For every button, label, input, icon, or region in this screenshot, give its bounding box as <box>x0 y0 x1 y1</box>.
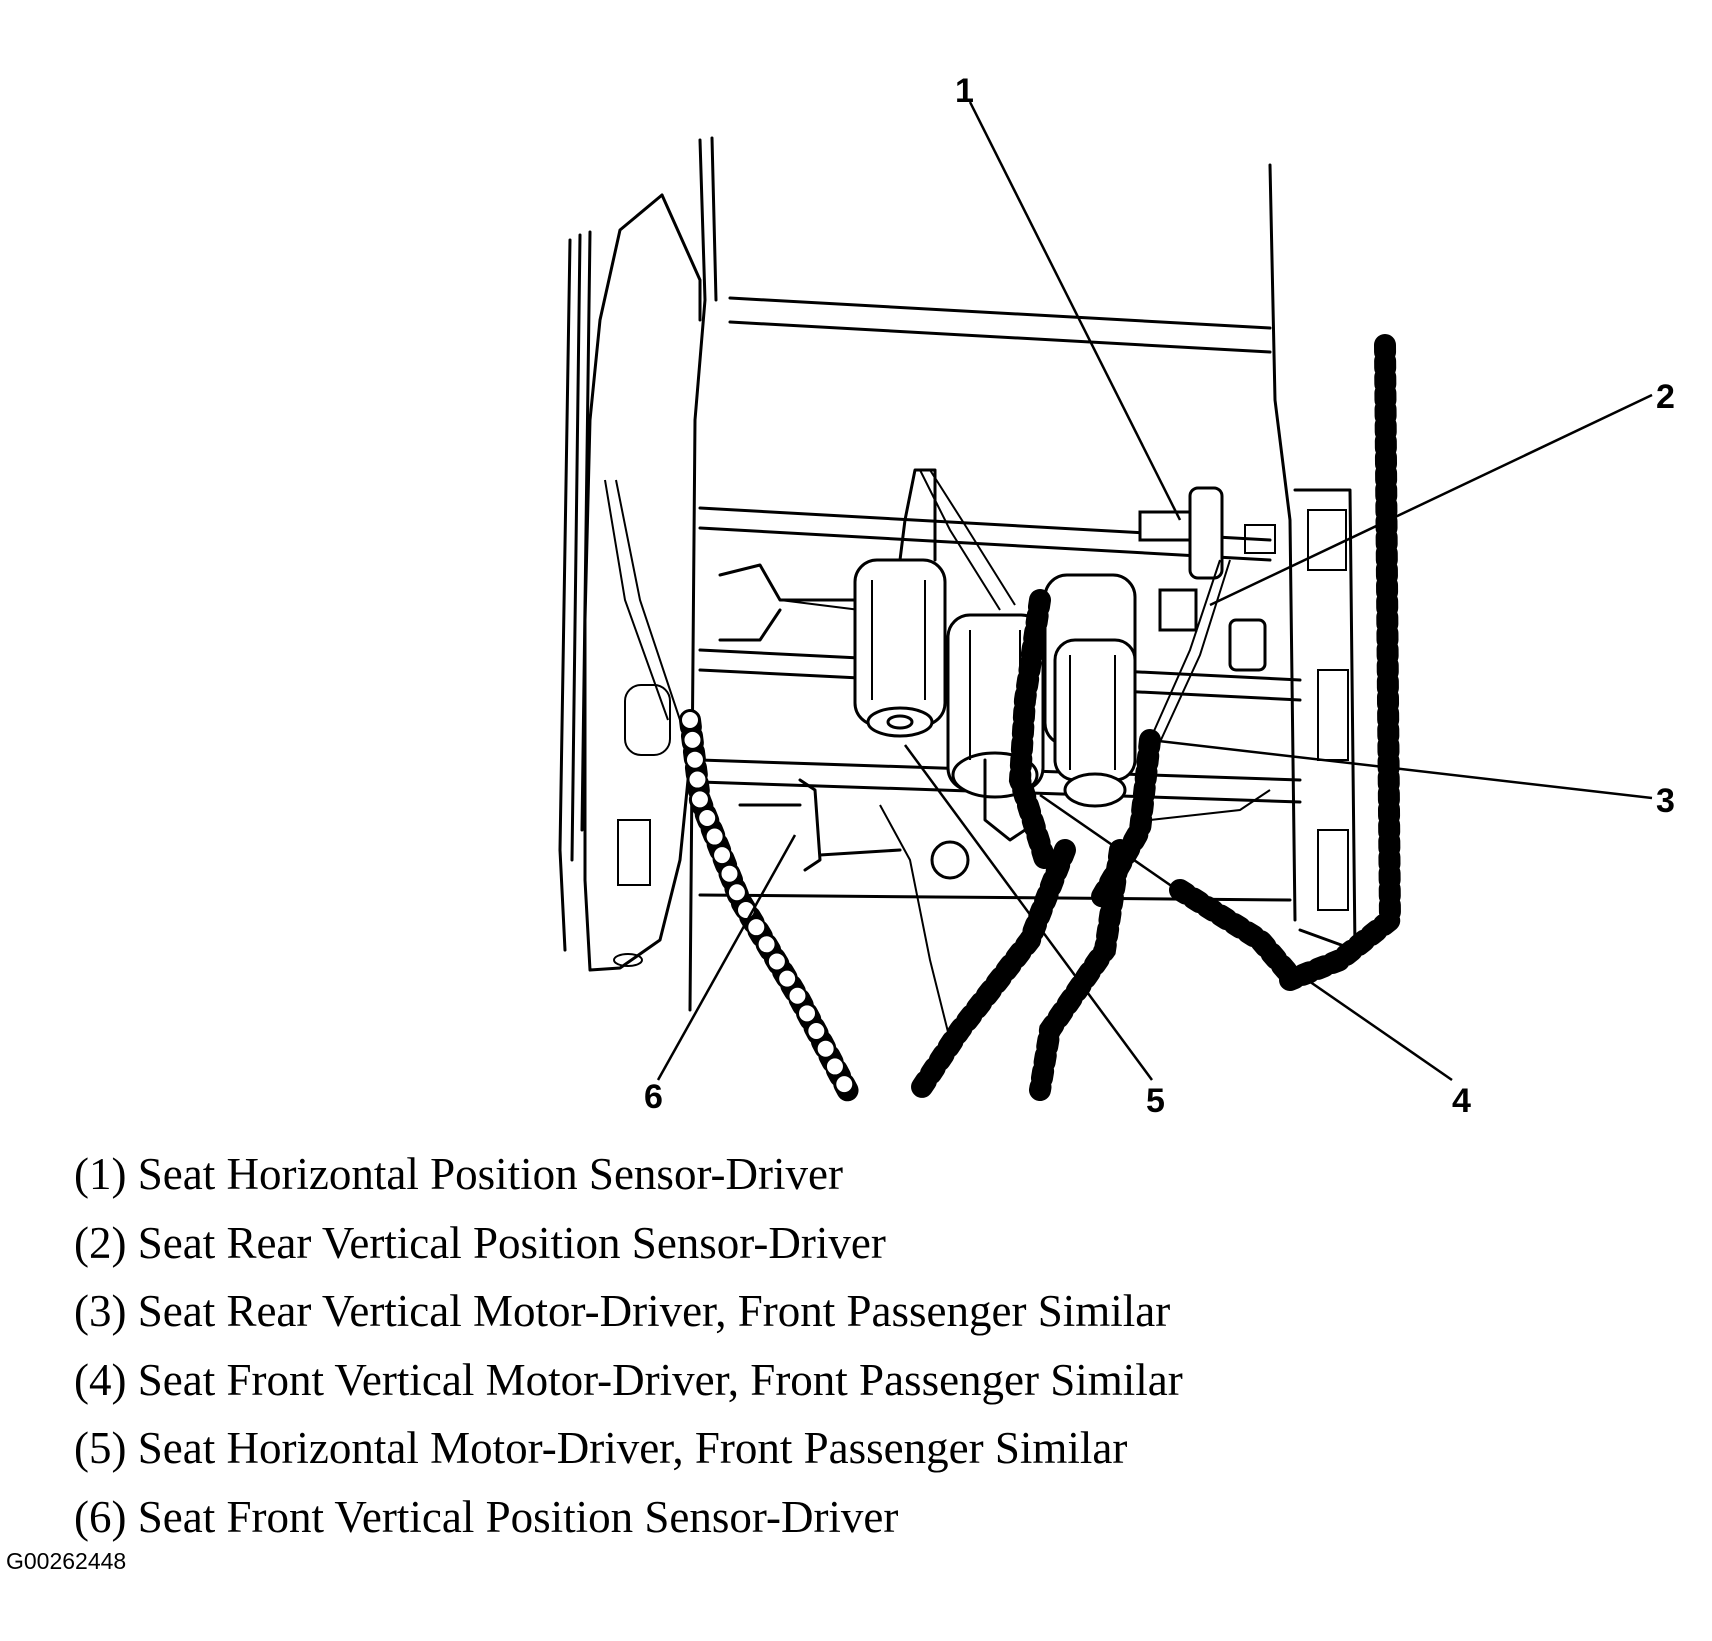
callout-4: 4 <box>1452 1082 1471 1120</box>
right-seat-rail <box>1268 163 1402 991</box>
seat-adjuster-diagram: 1 2 3 4 5 6 <box>558 72 1675 1120</box>
rear-vertical-position-sensor <box>1158 588 1267 672</box>
callout-6: 6 <box>644 1078 663 1116</box>
legend-item-3: (3) Seat Rear Vertical Motor-Driver, Fro… <box>74 1286 1171 1336</box>
legend-item-2: (2) Seat Rear Vertical Position Sensor-D… <box>74 1217 886 1268</box>
callout-2: 2 <box>1656 378 1675 416</box>
front-vertical-position-sensor <box>738 778 970 880</box>
callout-3: 3 <box>1656 782 1675 820</box>
left-seat-rail <box>558 136 718 1012</box>
legend-item-6: (6) Seat Front Vertical Position Sensor-… <box>74 1491 899 1542</box>
drive-cables <box>624 563 862 756</box>
leader-lines <box>656 101 1653 1082</box>
legend-item-5: (5) Seat Horizontal Motor-Driver, Front … <box>74 1423 1128 1473</box>
legend: (1) Seat Horizontal Position Sensor-Driv… <box>74 1140 1183 1551</box>
legend-item-1: (1) Seat Horizontal Position Sensor-Driv… <box>74 1149 843 1199</box>
wiring-harnesses <box>604 469 1301 1106</box>
rear-vertical-motor <box>1043 573 1137 808</box>
callout-numbers: 1 2 3 4 5 6 <box>644 72 1675 1120</box>
callout-5: 5 <box>1146 1082 1165 1120</box>
figure-id: G00262448 <box>6 1548 127 1574</box>
legend-item-4: (4) Seat Front Vertical Motor-Driver, Fr… <box>74 1354 1183 1405</box>
horizontal-motor <box>853 468 947 738</box>
horizontal-position-sensor <box>1138 486 1276 580</box>
callout-1: 1 <box>955 72 974 110</box>
